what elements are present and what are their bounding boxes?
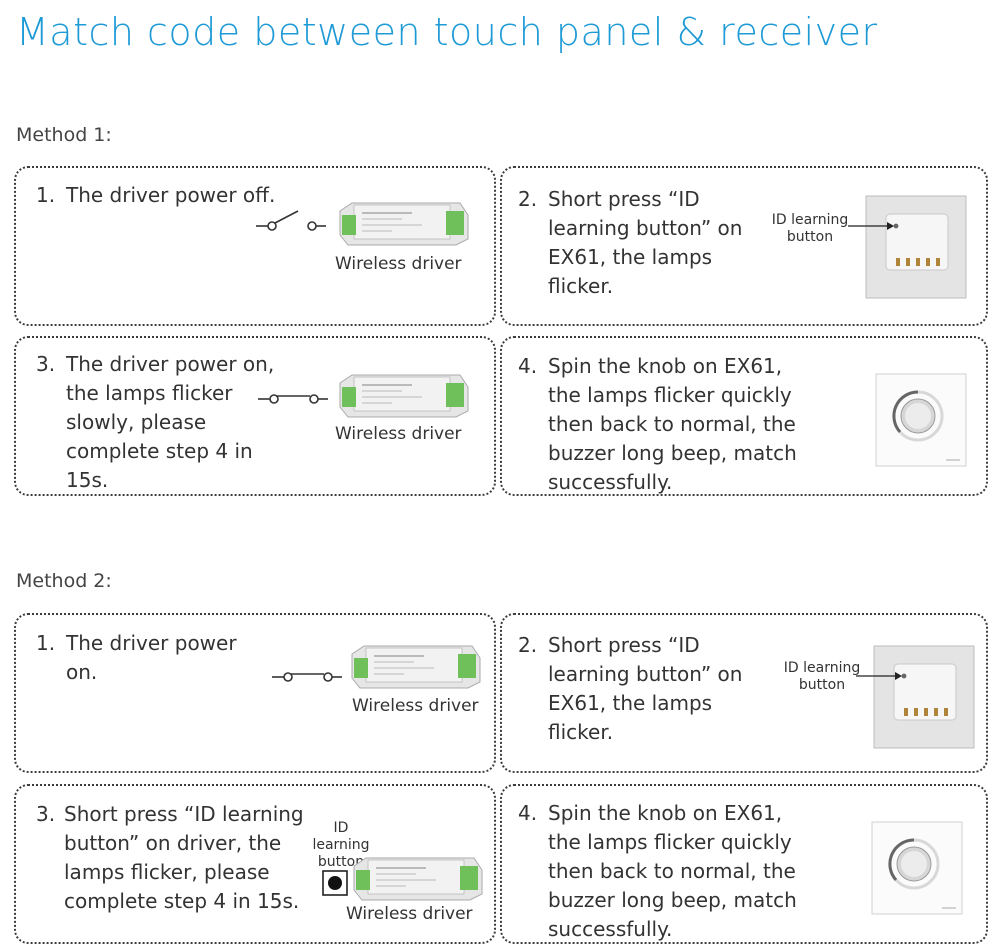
push-button-icon xyxy=(322,870,348,896)
wireless-driver-icon xyxy=(353,857,483,901)
wireless-driver-icon xyxy=(339,374,469,418)
switch-open-icon xyxy=(256,210,326,231)
step-line: flicker. xyxy=(548,274,614,298)
method-2-step-1-box xyxy=(14,613,496,773)
wireless-driver-icon xyxy=(339,202,469,246)
switch-closed-icon xyxy=(272,672,342,682)
step-line: The driver power on, xyxy=(66,352,275,376)
step-number: 2. xyxy=(518,187,538,211)
step-line: complete step 4 in xyxy=(66,439,253,463)
method-2-step-3-box xyxy=(14,784,496,944)
step-line: 15s. xyxy=(66,468,109,492)
step-line: the lamps flicker quickly xyxy=(548,830,792,854)
step-number: 2. xyxy=(518,633,538,657)
method-1-step-4-box xyxy=(500,336,988,496)
step-line: the lamps flicker quickly xyxy=(548,383,792,407)
step-line: Short press “ID xyxy=(548,633,700,657)
step-line: Short press “ID xyxy=(548,187,700,211)
step-line: slowly, please xyxy=(66,410,207,434)
method-1-label: Method 1: xyxy=(16,124,112,146)
step-number: 4. xyxy=(518,354,538,378)
step-line: Short press “ID learning xyxy=(64,802,304,826)
ex61-back-panel-icon xyxy=(856,645,975,749)
method-2-step-2-box xyxy=(500,613,988,773)
ex61-knob-panel-icon xyxy=(875,373,967,467)
step-line: button” on driver, the xyxy=(64,831,282,855)
driver-id-learning-callout: ID learning button xyxy=(312,820,370,870)
step-line: EX61, the lamps xyxy=(548,691,713,715)
step-line: Spin the knob on EX61, xyxy=(548,801,783,825)
step-line: successfully. xyxy=(548,470,673,494)
step-number: 4. xyxy=(518,801,538,825)
step-line: EX61, the lamps xyxy=(548,245,713,269)
driver-caption: Wireless driver xyxy=(346,904,473,924)
method-1-step-2-box xyxy=(500,166,988,326)
step-number: 3. xyxy=(36,802,56,826)
step-text: The driver power off. xyxy=(66,183,276,207)
step-line: lamps flicker, please xyxy=(64,860,270,884)
ex61-back-panel-icon xyxy=(848,195,967,299)
step-line: then back to normal, the xyxy=(548,412,796,436)
step-line: learning button” on xyxy=(548,216,743,240)
step-line: learning button” on xyxy=(548,662,743,686)
step-line: the lamps flicker xyxy=(66,381,233,405)
step-line: flicker. xyxy=(548,720,614,744)
step-line: The driver power xyxy=(66,631,237,655)
driver-caption: Wireless driver xyxy=(352,696,479,716)
id-learning-callout: ID learning button xyxy=(771,212,849,245)
step-number: 1. xyxy=(36,183,56,207)
step-line: successfully. xyxy=(548,917,673,941)
step-number: 1. xyxy=(36,631,56,655)
step-line: on. xyxy=(66,660,98,684)
step-line: buzzer long beep, match xyxy=(548,888,797,912)
step-line: Spin the knob on EX61, xyxy=(548,354,783,378)
id-learning-callout: ID learning button xyxy=(783,660,861,693)
ex61-knob-panel-icon xyxy=(871,821,963,915)
page-title: Match code between touch panel & receive… xyxy=(16,10,878,54)
method-1-step-1-box xyxy=(14,166,496,326)
step-line: buzzer long beep, match xyxy=(548,441,797,465)
driver-caption: Wireless driver xyxy=(335,254,462,274)
step-line: complete step 4 in 15s. xyxy=(64,889,300,913)
wireless-driver-icon xyxy=(351,645,481,689)
method-2-step-4-box xyxy=(500,784,988,944)
switch-closed-icon xyxy=(258,394,328,404)
driver-caption: Wireless driver xyxy=(335,424,462,444)
method-2-label: Method 2: xyxy=(16,570,112,592)
step-number: 3. xyxy=(36,352,56,376)
step-line: then back to normal, the xyxy=(548,859,796,883)
method-1-step-3-box xyxy=(14,336,496,496)
